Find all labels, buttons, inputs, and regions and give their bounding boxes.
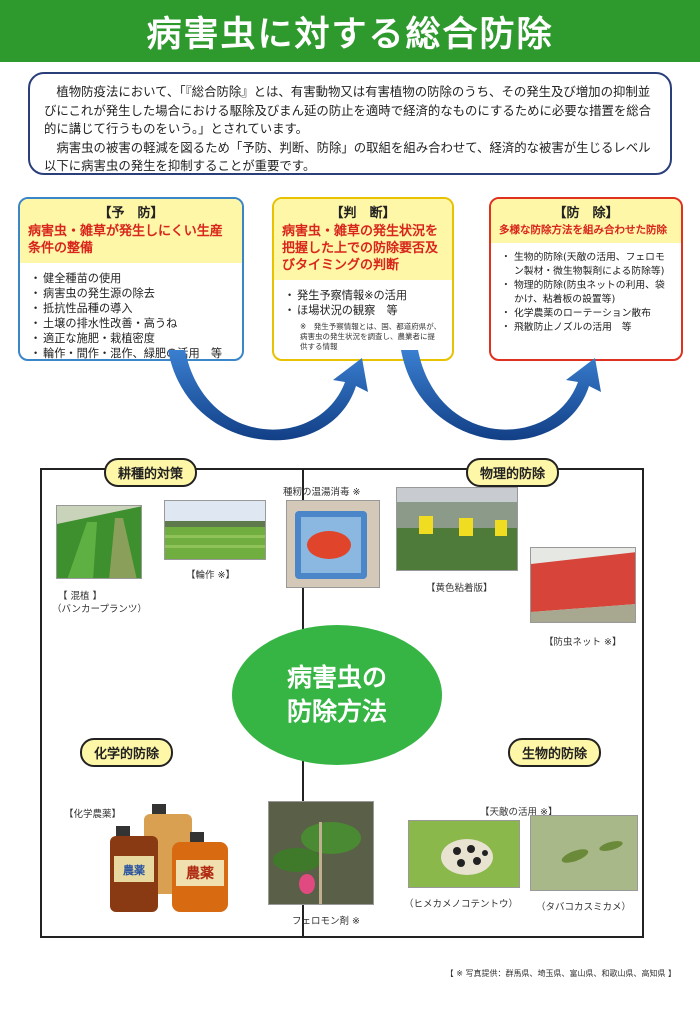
- caption-mirid-bug: （タバコカスミカメ）: [536, 902, 632, 913]
- prevention-box: 【予 防】 病害虫・雑草が発生しにくい生産条件の整備 健全種苗の使用 病害虫の発…: [18, 197, 244, 361]
- pheromone-photo: [268, 801, 374, 905]
- prevention-label: 【予 防】: [98, 206, 164, 221]
- page-title: 病害虫に対する総合防除: [146, 14, 554, 55]
- control-methods-center: 病害虫の 防除方法: [232, 625, 442, 765]
- control-label: 【防 除】: [553, 206, 619, 221]
- forecast-note: ※ 発生予察情報とは、国、都道府県が、病害虫の発生状況を調査し、農業者に提供する…: [300, 322, 442, 351]
- center-line-2: 防除方法: [286, 697, 387, 726]
- bottle-label-right: 農薬: [186, 865, 214, 882]
- title-bar: 病害虫に対する総合防除: [0, 0, 700, 62]
- insect-net-photo: [530, 547, 636, 623]
- list-item: 物理的防除(防虫ネットの利用、袋かけ、粘着板の設置等): [501, 279, 673, 307]
- caption-insect-net: 【防虫ネット ※】: [544, 637, 622, 648]
- list-item: 生物的防除(天敵の活用、フェロモン製材・微生物製剤による防除等): [501, 251, 673, 279]
- list-item: 化学農薬のローテーション散布: [501, 307, 673, 321]
- caption-ladybird: （ヒメカメノコテントウ）: [404, 899, 519, 910]
- list-item: 土壌の排水性改善・高うね: [30, 316, 234, 331]
- arrow-judge-to-control: [401, 350, 601, 441]
- bottle-label-left: 農薬: [123, 863, 146, 877]
- intro-paragraph-1: 植物防疫法において、「『総合防除』とは、有害動物又は有害植物の防除のうち、その発…: [44, 84, 652, 136]
- photo-credit: 【 ※ 写真提供：群馬県、埼玉県、富山県、和歌山県、高知県 】: [445, 969, 676, 978]
- caption-crop-rotation: 【輪作 ※】: [186, 570, 235, 581]
- caption-mixed-planting: 【 混植 】: [58, 591, 103, 602]
- judgement-header: 【判 断】 病害虫・雑草の発生状況を把握した上での防除要否及びタイミングの判断: [274, 199, 452, 280]
- list-item: 病害虫の発生源の除去: [30, 286, 234, 301]
- caption-chemical-pesticide: 【化学農薬】: [64, 809, 122, 820]
- prevention-header: 【予 防】 病害虫・雑草が発生しにくい生産条件の整備: [20, 199, 242, 263]
- list-item: 飛散防止ノズルの活用 等: [501, 321, 673, 335]
- yellow-sticky-trap-photo: [396, 487, 518, 571]
- judgement-list: 発生予察情報※の活用 ほ場状況の観察 等: [274, 280, 452, 318]
- caption-bunker-plants: （バンカープランツ）: [52, 604, 147, 615]
- chemical-tag: 化学的防除: [80, 738, 174, 767]
- judgement-box: 【判 断】 病害虫・雑草の発生状況を把握した上での防除要否及びタイミングの判断 …: [272, 197, 454, 361]
- judgement-subtitle: 病害虫・雑草の発生状況を把握した上での防除要否及びタイミングの判断: [282, 224, 439, 273]
- list-item: 発生予察情報※の活用: [284, 288, 444, 303]
- cultural-tag: 耕種的対策: [104, 458, 198, 487]
- center-line-1: 病害虫の: [286, 663, 387, 692]
- mirid-bug-photo: [530, 815, 638, 891]
- prevention-subtitle: 病害虫・雑草が発生しにくい生産条件の整備: [28, 224, 223, 256]
- crop-rotation-photo: [164, 500, 266, 560]
- arrow-prevent-to-judge: [168, 350, 368, 441]
- left-edge-line: [40, 655, 42, 748]
- ladybird-photo: [408, 820, 520, 888]
- intro-box: 植物防疫法において、「『総合防除』とは、有害動物又は有害植物の防除のうち、その発…: [28, 72, 672, 175]
- control-list: 生物的防除(天敵の活用、フェロモン製材・微生物製剤による防除等) 物理的防除(防…: [491, 243, 681, 335]
- control-subtitle: 多様な防除方法を組み合わせた防除: [499, 224, 667, 236]
- list-item: 健全種苗の使用: [30, 271, 234, 286]
- pesticide-bottles-illustration: 農薬 農薬: [110, 804, 228, 912]
- control-header: 【防 除】 多様な防除方法を組み合わせた防除: [491, 199, 681, 243]
- list-item: 抵抗性品種の導入: [30, 301, 234, 316]
- intro-paragraph-2: 病害虫の被害の軽減を図るため「予防、判断、防除」の取組を組み合わせて、経済的な被…: [44, 139, 651, 174]
- list-item: 適正な施肥・栽植密度: [30, 331, 234, 346]
- list-item: ほ場状況の観察 等: [284, 303, 444, 318]
- caption-pheromone: フェロモン剤 ※: [292, 916, 360, 927]
- mixed-planting-photo: [56, 505, 142, 579]
- biological-tag: 生物的防除: [508, 738, 602, 767]
- right-edge-line: [642, 655, 644, 748]
- caption-natural-enemy: 【天敵の活用 ※】: [480, 807, 558, 818]
- seed-disinfection-photo: [286, 500, 380, 588]
- chemical-frame: [40, 748, 302, 938]
- flow-arrows: [168, 350, 601, 441]
- control-box: 【防 除】 多様な防除方法を組み合わせた防除 生物的防除(天敵の活用、フェロモン…: [489, 197, 683, 361]
- caption-yellow-trap: 【黄色粘着版】: [426, 583, 493, 594]
- physical-tag: 物理的防除: [466, 458, 560, 487]
- judgement-label: 【判 断】: [330, 206, 396, 221]
- caption-seed-disinfection: 種籾の温湯消毒 ※: [283, 487, 361, 498]
